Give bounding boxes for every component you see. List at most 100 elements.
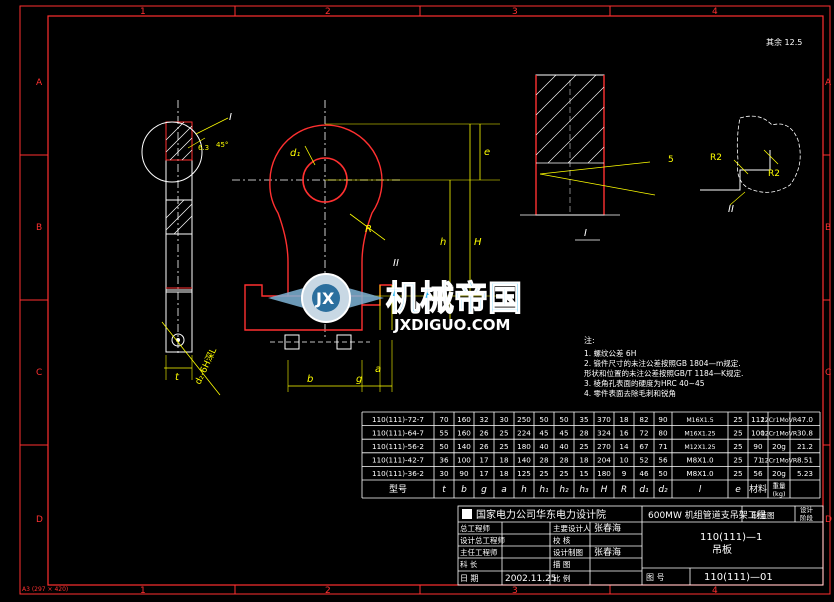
table-cell: 18 — [619, 415, 629, 424]
table-cell: 17 — [479, 456, 488, 465]
table-cell: 100 — [457, 456, 471, 465]
zone-letter-a-right: A — [825, 78, 832, 88]
table-cell: 72 — [639, 428, 648, 437]
table-cell: 180 — [597, 469, 611, 478]
table-cell: 70 — [439, 415, 449, 424]
role-label-right: 设计制图 — [553, 547, 583, 557]
role-label-right: 主要设计人 — [553, 523, 591, 533]
table-cell: 15 — [579, 469, 588, 478]
table-cell: 25 — [733, 456, 742, 465]
roughness-note: 其余 12.5 — [766, 37, 802, 47]
table-cell: 140 — [457, 442, 471, 451]
table-header: 型号 — [389, 484, 407, 495]
table-cell: 250 — [517, 415, 531, 424]
table-cell: 180 — [517, 442, 531, 451]
table-cell: 16 — [619, 428, 629, 437]
role-date: 日 期 — [460, 574, 479, 583]
project-name: 600MW 机组管道支吊架工程 — [648, 509, 766, 521]
role-label-left: 设计总工程师 — [460, 535, 505, 545]
table-cell: 26 — [479, 428, 489, 437]
table-header: d₂ — [658, 485, 668, 495]
table-cell: 270 — [597, 442, 611, 451]
table-header: d₁ — [639, 485, 649, 495]
table-cell: 26 — [479, 442, 489, 451]
table-header: 重量 — [773, 482, 787, 490]
table-cell: 224 — [517, 428, 531, 437]
zone-bottom-4: 4 — [712, 586, 718, 596]
table-cell: 52 — [639, 456, 648, 465]
table-cell: 25 — [733, 469, 742, 478]
role-label-left: 科 长 — [460, 559, 478, 569]
table-cell: 370 — [597, 415, 611, 424]
table-cell: 14 — [619, 442, 629, 451]
note-2: 2. 锻件尺寸的未注公差按照GB 1804—m规定. — [584, 358, 741, 368]
table-cell: 50 — [439, 442, 449, 451]
table-cell: M8X1.0 — [686, 469, 714, 478]
zone-letter-b-right: B — [825, 223, 831, 233]
section-I-view — [520, 74, 656, 241]
dim-R: R — [365, 224, 372, 235]
side-view — [141, 100, 229, 396]
dim-g: g — [356, 374, 362, 385]
table-cell: 50 — [539, 415, 549, 424]
table-header: H — [601, 485, 608, 495]
table-cell: 30.8 — [797, 428, 813, 437]
table-cell: 21.2 — [797, 442, 813, 451]
table-cell: 110(111)-64-7 — [372, 428, 424, 437]
table-cell: 10 — [619, 456, 629, 465]
dim-6-3: 6.3 — [198, 144, 209, 152]
watermark-site: JXDIGUO.COM — [393, 316, 510, 334]
table-cell: 17 — [479, 469, 488, 478]
zone-letter-c: C — [36, 368, 42, 378]
table-cell: 30 — [499, 415, 509, 424]
table-cell: 25 — [499, 442, 508, 451]
table-header: h₃ — [579, 485, 589, 495]
table-cell: 18 — [579, 456, 589, 465]
role-label-right: 校 核 — [553, 535, 571, 545]
table-cell: 47.0 — [797, 415, 813, 424]
table-cell: 25 — [579, 442, 588, 451]
drawing-no-label: 图 号 — [646, 573, 665, 582]
role-label-left: 主任工程师 — [460, 547, 498, 557]
detail-II-view — [700, 115, 801, 206]
table-cell: 67 — [639, 442, 648, 451]
table-header: h₂ — [559, 485, 569, 495]
company-name: 国家电力公司华东电力设计院 — [476, 508, 606, 521]
table-cell: 80 — [658, 428, 668, 437]
table-cell: 110(111)-72-7 — [372, 415, 424, 424]
note-4: 4. 零件表面去除毛刺和锐角 — [584, 388, 676, 398]
table-cell: M16X1.25 — [684, 430, 715, 437]
section-I-label: I — [584, 228, 587, 239]
detail-II-label: II — [393, 258, 399, 269]
zone-marks — [20, 6, 830, 594]
table-cell: 40 — [539, 442, 549, 451]
table-cell: 25 — [733, 428, 742, 437]
table-header: g — [481, 485, 487, 495]
dim-b: b — [307, 374, 313, 385]
svg-text:JX: JX — [315, 289, 335, 308]
watermark-title: 机械帝国 — [386, 279, 522, 319]
zone-top-2: 2 — [325, 7, 331, 17]
table-cell: 25 — [733, 415, 742, 424]
table-cell: 125 — [517, 469, 531, 478]
table-cell: 9 — [622, 469, 627, 478]
table-cell: 20g — [772, 469, 786, 478]
table-cell: 25 — [539, 469, 548, 478]
table-cell: 46 — [639, 469, 649, 478]
table-header: h₁ — [539, 485, 549, 495]
table-cell: 82 — [639, 415, 648, 424]
zone-bottom-2: 2 — [325, 586, 331, 596]
table-cell: 25 — [499, 428, 508, 437]
table-cell: 90 — [459, 469, 469, 478]
table-header: e — [735, 485, 741, 495]
table-header: a — [501, 485, 507, 495]
table-cell: 12Cr1MoVR — [761, 430, 798, 437]
stage-label: 制造图 — [752, 510, 775, 520]
role-label-right: 描 图 — [553, 559, 570, 569]
dim-H: H — [474, 237, 482, 248]
table-cell: 140 — [517, 456, 531, 465]
table-cell: 28 — [559, 456, 569, 465]
table-cell: 45 — [539, 428, 548, 437]
table-cell: 45 — [559, 428, 568, 437]
